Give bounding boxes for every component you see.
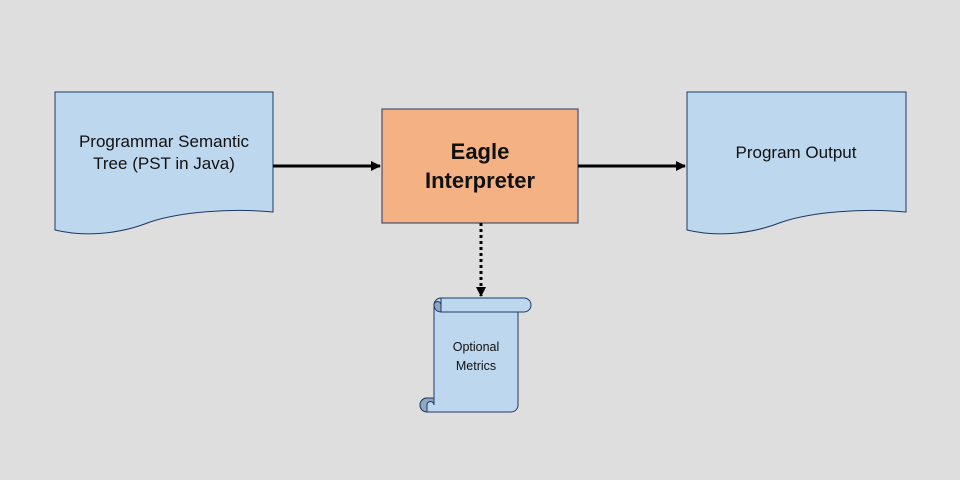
- input-document-label-line1: Programmar Semantic: [78, 131, 250, 151]
- interpreter-label: Eagle Interpreter: [382, 132, 578, 202]
- metrics-scroll-shape: [419, 297, 532, 413]
- input-document-shape: [54, 91, 274, 235]
- interpreter-label-line2: Interpreter: [424, 168, 536, 193]
- metrics-scroll-label: Optional Metrics: [436, 332, 516, 382]
- metrics-label-line1: Optional: [452, 340, 500, 355]
- output-document-label: Program Output: [688, 128, 904, 178]
- metrics-label-line2: Metrics: [455, 359, 497, 373]
- input-document-label-line2: Tree (PST in Java): [93, 154, 235, 173]
- interpreter-label-line1: Eagle: [450, 139, 510, 165]
- input-document-label: Programmar Semantic Tree (PST in Java): [56, 118, 272, 188]
- output-document-label-text: Program Output: [735, 142, 857, 162]
- interpreter-box: [381, 108, 579, 224]
- output-document-shape: [686, 91, 907, 235]
